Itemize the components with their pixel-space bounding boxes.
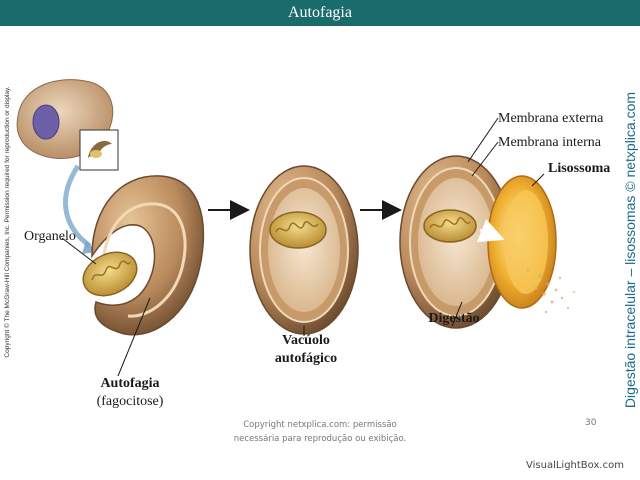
footer-copyright: Copyright netxplica.com: permissão neces…	[200, 418, 440, 446]
phagophore	[91, 175, 205, 336]
label-autofagico: autofágico	[275, 351, 337, 366]
side-caption: Digestão intracelular – lisossomas © net…	[622, 91, 638, 409]
leader-membrana-externa	[467, 117, 499, 163]
label-vacuolo: Vacúolo	[282, 333, 330, 348]
label-autofagia: Autofagia	[100, 376, 159, 391]
page-number: 30	[585, 418, 597, 428]
label-organelo: Organelo	[24, 229, 76, 244]
footer-line-2: necessária para reprodução ou exibição.	[233, 434, 407, 444]
watermark: VisualLightBox.com	[526, 460, 624, 471]
slide-title: Autofagia	[0, 0, 640, 26]
organelle-mitochondrion	[82, 251, 138, 297]
leader-autofagia	[117, 297, 151, 377]
digestion-arrow	[476, 218, 505, 243]
zoom-inset	[79, 129, 119, 171]
leader-lisossoma	[531, 173, 545, 187]
label-digestao: Digestão	[428, 311, 479, 326]
leader-membrana-interna	[471, 141, 499, 177]
label-membrana-interna: Membrana interna	[498, 135, 602, 150]
lysosome	[487, 175, 557, 309]
footer-line-1: Copyright netxplica.com: permissão	[243, 420, 397, 430]
side-copyright: Copyright © The McGraw-Hill Companies, I…	[4, 86, 11, 358]
cell-nucleus	[32, 104, 60, 140]
zoom-arrow	[63, 164, 92, 249]
digesting-mitochondrion	[423, 209, 477, 243]
enzyme-particles	[526, 268, 575, 314]
vacuole-mitochondrion	[269, 211, 327, 249]
leader-organelo	[61, 237, 97, 265]
leader-digestao	[451, 301, 463, 327]
autophagic-vacuole	[249, 165, 359, 335]
autophagy-diagram: Organelo Autofagia (fagocitose) Vacúolo …	[16, 79, 610, 409]
label-lisossoma: Lisossoma	[548, 161, 610, 176]
label-membrana-externa: Membrana externa	[498, 111, 604, 126]
label-fagocitose: (fagocitose)	[97, 394, 164, 409]
